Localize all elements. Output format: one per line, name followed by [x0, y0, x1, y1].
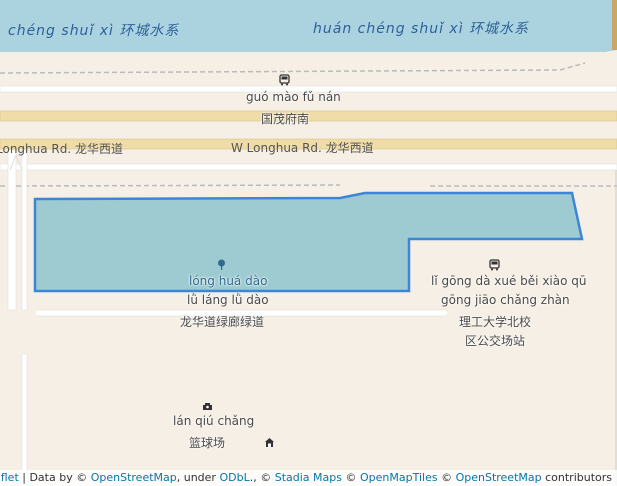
- water-label-east: huán chéng shuǐ xì 环城水系: [313, 21, 530, 37]
- park-sub-pinyin: lǜ láng lǜ dào: [187, 293, 269, 307]
- road-greenway: [34, 309, 449, 317]
- guomao-cn-label: 国茂府南: [261, 112, 310, 126]
- road-longhua-north: [0, 110, 617, 122]
- park-name-cn: 龙华道绿廊绿道: [180, 315, 265, 329]
- shelter-icon[interactable]: [264, 437, 275, 450]
- osm-contrib-link[interactable]: OpenStreetMap: [455, 471, 542, 484]
- attrib-text: | Data by ©: [18, 471, 91, 484]
- footpath-2: [0, 184, 617, 187]
- attrib-text: ©: [437, 471, 456, 484]
- openmaptiles-link[interactable]: OpenMapTiles: [359, 471, 438, 484]
- basketball-pinyin: lán qiú chǎng: [173, 414, 255, 428]
- road-guomao: [0, 85, 617, 93]
- road-junction: [9, 153, 23, 171]
- footpath: [0, 62, 586, 74]
- attribution-bar: Leaflet | Data by © OpenStreetMap, under…: [0, 470, 617, 486]
- odbl-link[interactable]: ODbL: [219, 471, 250, 484]
- bus-station-pinyin-2: gōng jiāo chǎng zhàn: [441, 293, 570, 307]
- leaflet-link[interactable]: Leaflet: [0, 471, 19, 484]
- road-vertical-1: [7, 149, 17, 311]
- basketball-icon[interactable]: [202, 400, 213, 413]
- road-service: [0, 163, 617, 171]
- bus-station-cn-1: 理工大学北校: [459, 315, 532, 329]
- road-longhua-south: [0, 138, 617, 150]
- river-water: [0, 0, 617, 52]
- water-label-west: chéng shuǐ xì 环城水系: [8, 23, 180, 39]
- stadia-link[interactable]: Stadia Maps: [274, 471, 342, 484]
- attrib-text: , under: [176, 471, 220, 484]
- bus-station-pinyin-1: lǐ gōng dà xué běi xiào qū: [431, 274, 587, 288]
- park-name-pinyin: lóng huá dào: [189, 274, 268, 288]
- road-label-longhua-east: W Longhua Rd. 龙华西道: [231, 141, 374, 155]
- tree-icon: [216, 259, 227, 273]
- bus-station-icon[interactable]: [489, 259, 500, 273]
- road-label-longhua-west: Longhua Rd. 龙华西道: [0, 142, 124, 156]
- basketball-cn: 篮球场: [189, 436, 226, 450]
- attrib-text: ©: [341, 471, 360, 484]
- river-edge: [612, 0, 617, 50]
- bus-station-cn-2: 区公交场站: [465, 334, 526, 348]
- road-vertical-2: [21, 149, 28, 311]
- attrib-text: ., ©: [249, 471, 275, 484]
- attrib-text: contributors: [541, 471, 612, 484]
- road-vertical-3: [21, 353, 28, 486]
- guomao-pinyin-label: guó mào fǔ nán: [246, 90, 341, 104]
- osm-link[interactable]: OpenStreetMap: [90, 471, 177, 484]
- park-polygon[interactable]: [33, 191, 584, 293]
- bus-icon[interactable]: [279, 74, 290, 88]
